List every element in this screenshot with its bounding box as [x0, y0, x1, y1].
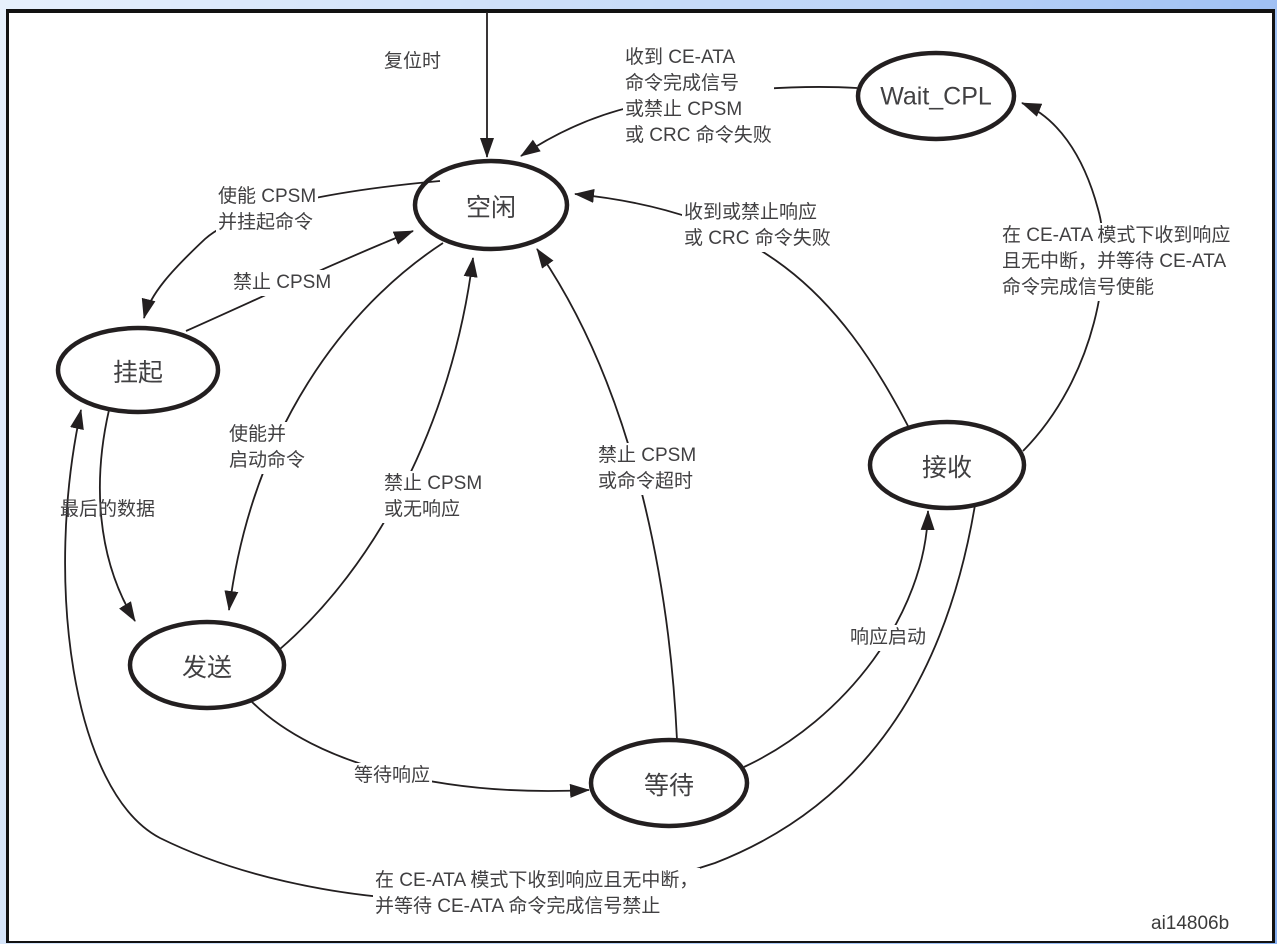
state-label-receive: 接收: [921, 454, 973, 482]
transition-label-wait-to-receive: 响应启动: [848, 625, 929, 651]
figure-code: ai14806b: [1151, 913, 1230, 934]
state-label-wait-cpl: Wait_CPL: [880, 82, 992, 111]
transition-label-receive-to-pend: 在 CE-ATA 模式下收到响应且无中断， 并等待 CE-ATA 命令完成信号禁…: [373, 868, 701, 920]
transition-label-idle-to-send: 使能并 启动命令: [227, 422, 308, 474]
transition-label-receive-to-idle: 收到或禁止响应 或 CRC 命令失败: [682, 200, 833, 252]
state-label-send: 发送: [181, 654, 233, 682]
state-ellipse-receive: [867, 419, 1027, 511]
transition-arrow-idle-to-send: [224, 242, 444, 611]
transition-label-receive-to-wait-cpl: 在 CE-ATA 模式下收到响应 且无中断，并等待 CE-ATA 命令完成信号使…: [1000, 223, 1233, 301]
transition-label-send-to-idle: 禁止 CPSM 或无响应: [382, 471, 485, 523]
transition-label-pend-to-idle: 禁止 CPSM: [231, 270, 334, 296]
state-ellipse-idle: [412, 158, 570, 252]
state-label-idle: 空闲: [465, 194, 517, 222]
state-ellipse-wait: [588, 737, 750, 829]
state-ellipse-pend: [55, 325, 221, 415]
state-label-wait: 等待: [643, 772, 695, 800]
transition-arrow-receive-to-idle: [574, 188, 909, 427]
transition-label-wait-to-idle: 禁止 CPSM 或命令超时: [596, 443, 699, 495]
transition-label-pend-to-send: 最后的数据: [60, 499, 156, 520]
state-ellipse-wait-cpl: [855, 50, 1017, 142]
transition-label-wait-cpl-to-idle: 收到 CE-ATA 命令完成信号 或禁止 CPSM 或 CRC 命令失败: [623, 45, 774, 149]
transition-arrow-pend-to-send: [99, 409, 136, 622]
state-label-pend: 挂起: [112, 359, 164, 387]
transition-arrow-send-to-idle: [279, 257, 478, 650]
transition-arrow-wait-to-receive: [743, 510, 935, 768]
state-ellipse-send: [127, 619, 287, 711]
transition-label-reset: 复位时: [384, 51, 442, 72]
transition-label-idle-to-pend: 使能 CPSM 并挂起命令: [216, 184, 319, 236]
transition-label-send-to-wait: 等待响应: [352, 763, 433, 789]
